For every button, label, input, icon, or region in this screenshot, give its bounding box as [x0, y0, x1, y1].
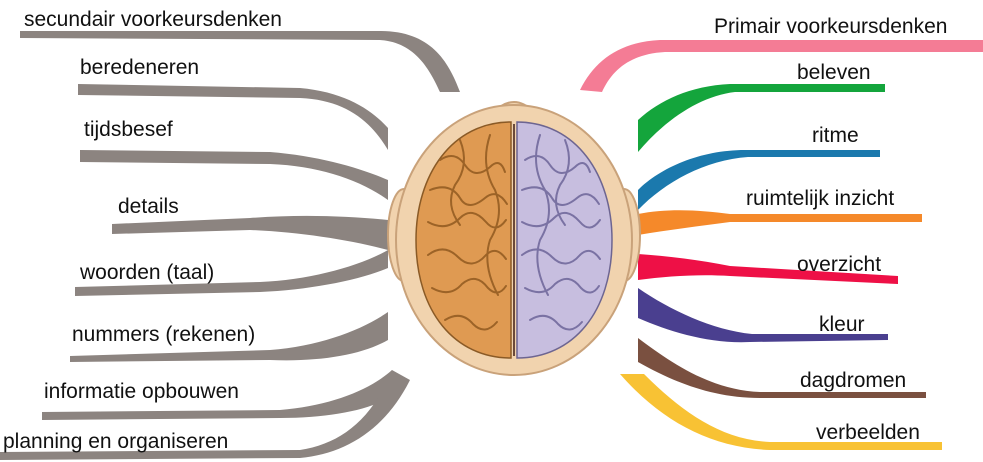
label-secondary-header: secundair voorkeursdenken — [24, 8, 282, 31]
label-informatie: informatie opbouwen — [44, 380, 239, 403]
label-planning: planning en organiseren — [3, 430, 229, 453]
label-ruimtelijk-inzicht: ruimtelijk inzicht — [746, 187, 895, 210]
band-overzicht — [638, 254, 898, 284]
band-kleur — [638, 288, 888, 343]
label-tijdsbesef: tijdsbesef — [84, 118, 173, 141]
left-hemisphere — [415, 121, 512, 359]
band-ritme — [638, 150, 880, 210]
band-tijdsbesef — [80, 142, 388, 200]
label-ritme: ritme — [812, 124, 859, 147]
band-secondary-header — [20, 31, 460, 92]
label-overzicht: overzicht — [797, 253, 882, 276]
label-dagdromen: dagdromen — [800, 369, 907, 392]
band-details — [112, 215, 388, 250]
label-kleur: kleur — [819, 313, 865, 336]
label-primary-header: Primair voorkeursdenken — [714, 15, 948, 38]
band-beredeneren — [78, 79, 388, 150]
label-woorden: woorden (taal) — [80, 261, 215, 284]
band-dagdromen — [638, 338, 926, 398]
label-beleven: beleven — [797, 61, 871, 84]
band-ruimtelijk — [638, 210, 922, 235]
right-gyri — [521, 134, 601, 331]
label-nummers: nummers (rekenen) — [72, 323, 256, 346]
label-details: details — [118, 195, 179, 218]
band-verbeelden — [620, 374, 942, 450]
band-nummers — [70, 312, 388, 362]
left-gyri — [427, 134, 508, 331]
band-beleven — [638, 84, 885, 152]
band-woorden — [75, 250, 388, 296]
label-beredeneren: beredeneren — [80, 56, 200, 79]
band-primary-header — [580, 40, 983, 92]
band-informatie — [42, 370, 392, 420]
label-verbeelden: verbeelden — [816, 421, 920, 444]
